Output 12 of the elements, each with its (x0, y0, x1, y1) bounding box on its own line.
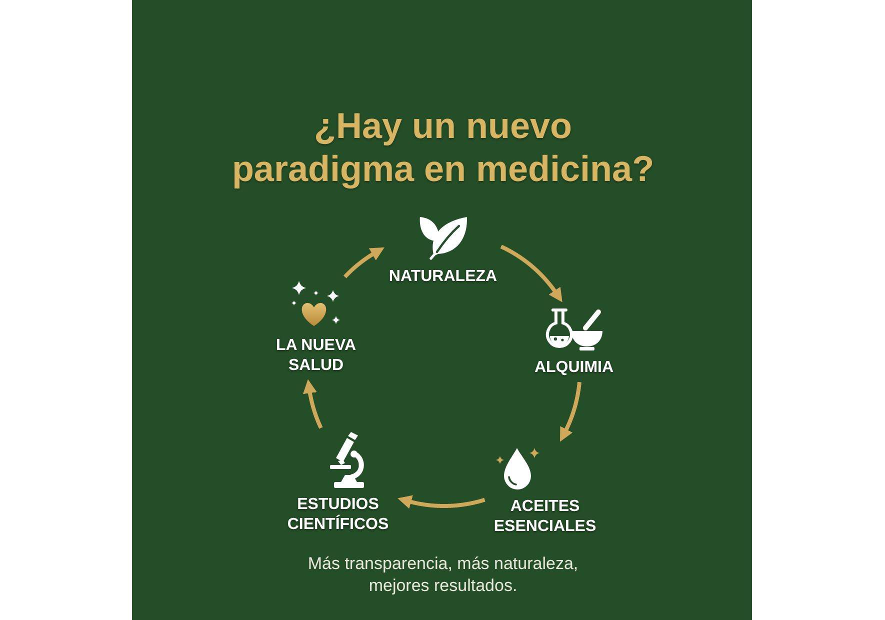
step-label: ESTUDIOS CIENTÍFICOS (286, 495, 390, 535)
caption: Más transparencia, más naturaleza, mejores resultados. (306, 553, 580, 597)
step-label: ALQUIMIA (534, 358, 614, 378)
arrow (398, 495, 486, 509)
title: ¿Hay un nuevo paradigma en medicina? (230, 104, 656, 190)
arrow (560, 380, 582, 442)
step-label: ACEITES ESENCIALES (492, 497, 598, 537)
arrow (302, 379, 323, 430)
arrow (499, 244, 562, 302)
step-label: LA NUEVA SALUD (275, 336, 357, 376)
step-label: NATURALEZA (388, 267, 498, 287)
arrow (343, 247, 384, 279)
